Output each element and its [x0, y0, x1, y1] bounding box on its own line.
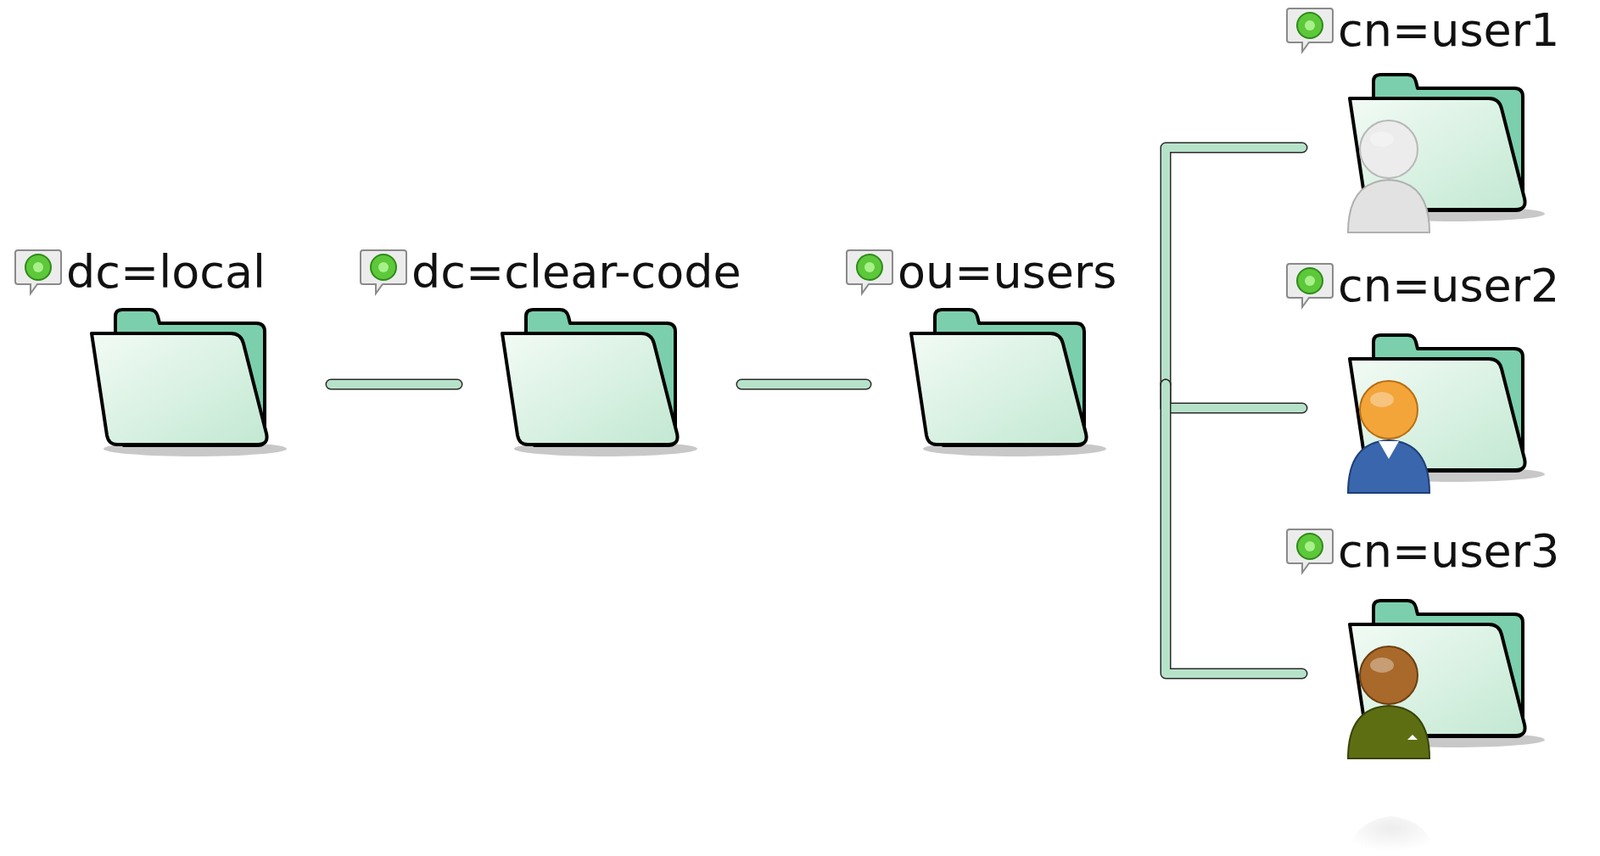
folder-icon: [86, 306, 291, 472]
entry-label-row: cn=user3: [1283, 524, 1560, 579]
tree-connector: [330, 384, 458, 386]
ldap-entry: dc=clear-code: [357, 245, 742, 472]
folder-icon: [1344, 71, 1549, 237]
ldap-entry: cn=user3: [1283, 524, 1560, 763]
entry-label-row: dc=local: [11, 245, 291, 300]
entry-dn-label: cn=user1: [1337, 3, 1560, 58]
tree-connector: [1165, 147, 1303, 385]
status-bubble-icon: [11, 247, 65, 297]
entry-label-row: dc=clear-code: [357, 245, 742, 300]
user-figure: [1348, 120, 1430, 233]
ldap-entry: cn=user2: [1283, 258, 1560, 498]
tree-connector: [1165, 384, 1303, 674]
folder-icon: [1344, 331, 1549, 498]
entry-dn-label: cn=user3: [1337, 524, 1560, 579]
status-bubble-icon: [1283, 5, 1337, 56]
folder-icon: [906, 306, 1110, 472]
entry-label-row: cn=user1: [1283, 3, 1560, 58]
folder-icon: [1344, 597, 1549, 763]
status-bubble-icon: [357, 247, 410, 297]
ldap-entry: dc=local: [11, 245, 291, 472]
entry-dn-label: ou=users: [897, 245, 1117, 300]
tree-connector: [741, 384, 867, 386]
entry-dn-label: dc=clear-code: [411, 245, 742, 300]
user-figure: [1348, 646, 1430, 759]
tree-connector: [1165, 384, 1303, 409]
status-bubble-icon: [843, 247, 896, 297]
entry-dn-label: dc=local: [66, 245, 266, 300]
folder-icon: [497, 306, 701, 472]
user-figure: [1348, 380, 1430, 493]
status-bubble-icon: [1283, 526, 1337, 577]
status-bubble-icon: [1283, 261, 1337, 311]
entry-label-row: ou=users: [843, 245, 1117, 300]
entry-label-row: cn=user2: [1283, 258, 1560, 314]
entry-dn-label: cn=user2: [1337, 258, 1560, 314]
ldap-entry: cn=user1: [1283, 3, 1560, 237]
faded-entry: [1348, 816, 1434, 856]
ldap-entry: ou=users: [843, 245, 1117, 472]
